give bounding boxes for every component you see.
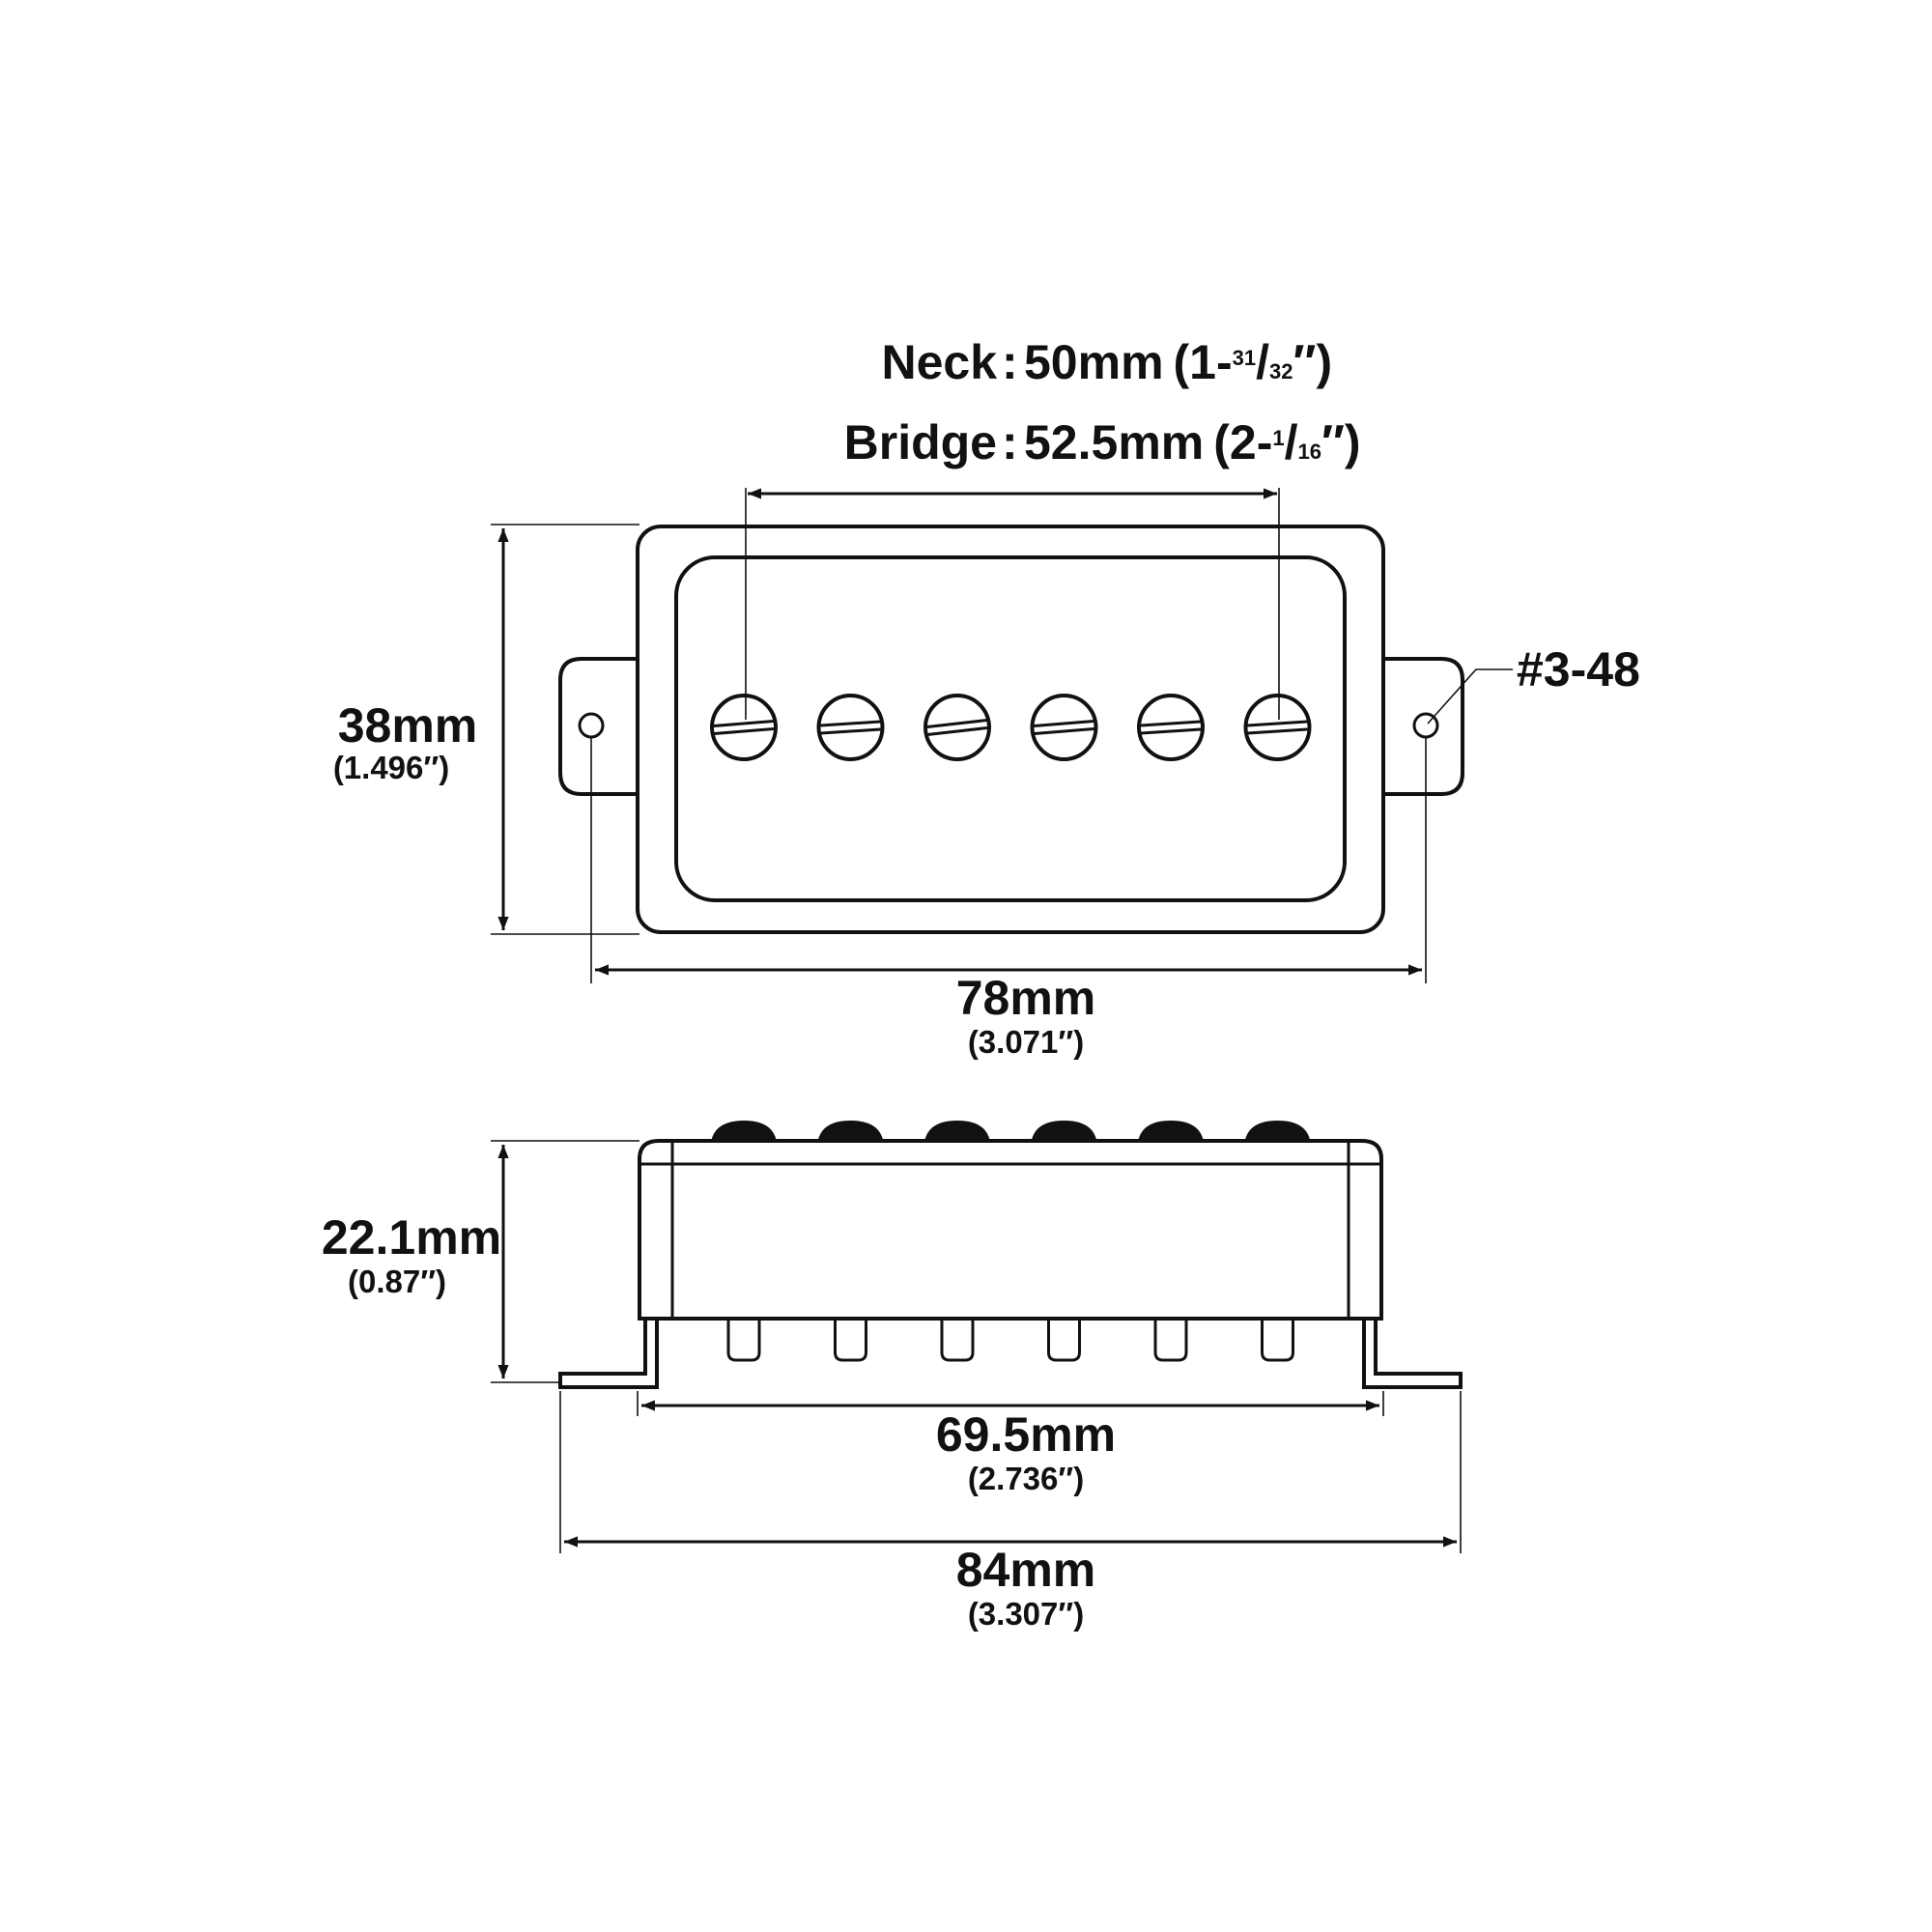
pole-piece-circle [1030,694,1098,761]
pickup-cover-outline [674,555,1347,902]
pole-slot-line [1140,720,1202,727]
neck-spacing-separator: : [1002,335,1018,389]
side-pole-screw-1 [726,1319,761,1362]
pole-piece-circle [1243,694,1312,761]
pole-piece-6 [1243,694,1312,761]
pole-piece-1 [710,694,778,761]
bridge-spacing-label: Bridge [844,415,997,469]
side-pole-top-5 [1138,1121,1204,1142]
pole-piece-circle [1137,694,1205,761]
side-pole-top-2 [817,1121,884,1142]
mounting-hole-left [578,712,605,739]
side-cover-outline [638,1139,1383,1321]
side-pole-screw-3 [940,1319,975,1362]
bridge-spacing-value: 52.5mm(2-1/16″) [1024,415,1361,469]
side-pole-screw-6 [1261,1319,1294,1362]
pole-slot-line [1034,727,1094,735]
side-pole-tops [711,1121,1311,1142]
cover-width-inch: (2.736″) [968,1461,1084,1496]
cover-width-mm: 69.5mm [936,1407,1116,1462]
pole-piece-circle [923,694,991,761]
pole-slot-line [713,720,775,727]
baseplate-leg-left [558,1319,659,1389]
pole-slot-line [926,726,988,736]
pole-piece-4 [1030,694,1098,761]
screw-leader-line [1427,668,1513,724]
side-pole-top-3 [924,1121,990,1142]
pickup-base-outline [636,525,1385,934]
top-width-mm: 78mm [956,971,1096,1025]
top-view [558,525,1464,934]
pole-piece-5 [1137,694,1205,761]
baseplate-leg-right [1362,1319,1463,1389]
pole-slot-line [820,720,881,727]
pole-slot-line [1140,727,1202,735]
pole-slot-line [926,719,988,728]
side-height-mm: 22.1mm [322,1210,501,1264]
pole-slot-line [1247,720,1308,727]
total-width-mm: 84mm [956,1543,1096,1597]
top-pole-pieces [710,694,1312,761]
top-width-inch: (3.071″) [968,1024,1084,1060]
side-pole-top-1 [711,1121,777,1142]
side-pole-top-6 [1244,1121,1311,1142]
side-pole-top-4 [1031,1121,1097,1142]
pole-piece-2 [816,694,885,761]
side-height-inch: (0.87″) [348,1264,446,1299]
side-view [558,1121,1463,1389]
bridge-spacing-separator: : [1002,415,1018,469]
pole-piece-circle [710,694,778,761]
pole-slot-line [713,727,775,735]
pole-slot-line [1247,727,1308,735]
pole-piece-3 [923,694,991,761]
side-pole-screw-5 [1153,1319,1188,1362]
top-height-inch: (1.496″) [333,750,449,785]
side-pole-bottoms [726,1319,1294,1362]
total-width-inch: (3.307″) [968,1596,1084,1632]
pole-slot-line [820,727,881,735]
side-pole-screw-2 [834,1319,867,1362]
mounting-ear-right [1383,657,1464,796]
top-height-mm: 38mm [338,698,478,753]
side-pole-screw-4 [1047,1319,1081,1362]
neck-spacing-value: 50mm(1-31/32″) [1024,335,1332,389]
mounting-ear-left [558,657,639,796]
pole-piece-circle [816,694,885,761]
pole-slot-line [1034,720,1094,727]
screw-size-label: #3-48 [1517,642,1640,696]
neck-spacing-label: Neck [881,335,997,389]
